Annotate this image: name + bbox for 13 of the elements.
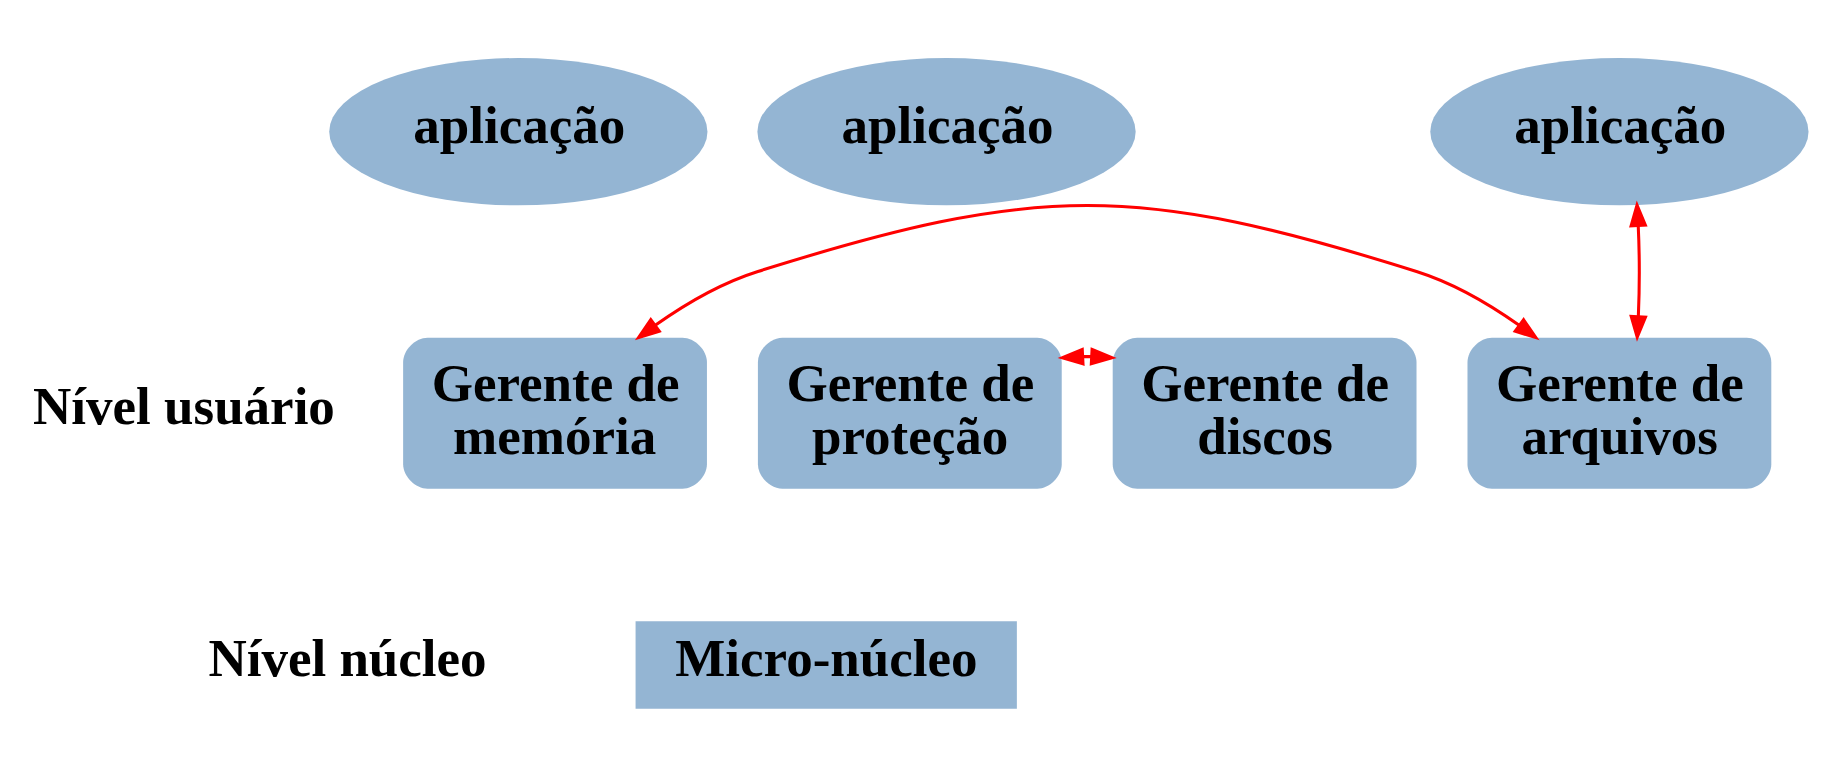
- label: Nível núcleo: [208, 628, 487, 687]
- node-ellipse: aplicação: [329, 58, 708, 206]
- arrow: [1629, 200, 1648, 342]
- arrow: [1057, 347, 1117, 366]
- arrow: [634, 204, 1540, 341]
- node-box: Gerente de discos: [1112, 337, 1417, 489]
- node-box: Gerente de proteção: [757, 337, 1062, 489]
- node-ellipse: aplicação: [1430, 58, 1809, 206]
- node-box: Gerente de arquivos: [1467, 337, 1772, 489]
- node-box: Gerente de memória: [403, 337, 707, 489]
- node-box: Micro-núcleo: [635, 621, 1017, 709]
- node-ellipse: aplicação: [757, 58, 1136, 206]
- label: Nível usuário: [33, 376, 335, 435]
